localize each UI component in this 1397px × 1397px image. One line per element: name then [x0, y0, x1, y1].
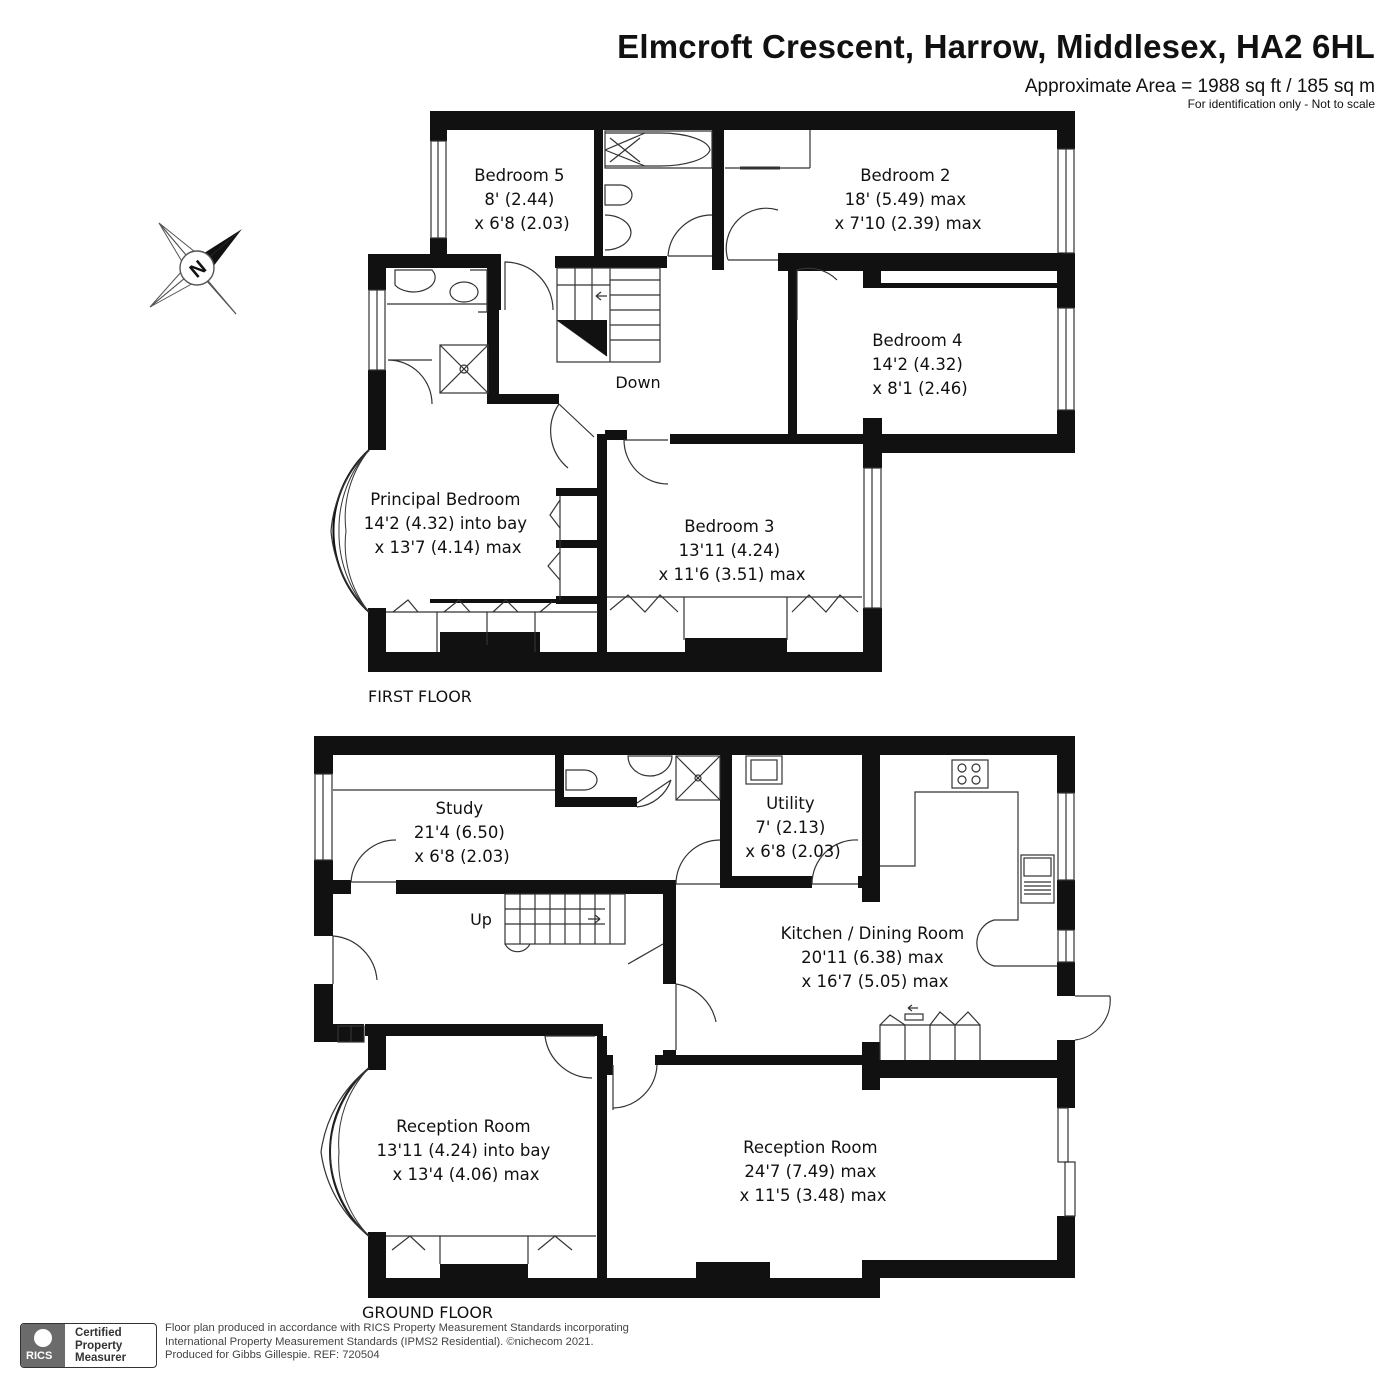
room-line: 13'11 (4.24) into bay [376, 1141, 550, 1160]
property-address-title: Elmcroft Crescent, Harrow, Middlesex, HA… [617, 28, 1375, 65]
rics-logo-icon: RICS [21, 1324, 65, 1367]
room-line: Kitchen / Dining Room [781, 924, 965, 943]
first-floor-label: FIRST FLOOR [368, 687, 472, 706]
rics-seal-glyph [34, 1329, 52, 1347]
badge-line: Certified [75, 1327, 122, 1339]
room-line: Bedroom 5 [474, 166, 564, 185]
room-label-principal-bedroom: Principal Bedroom 14'2 (4.32) into bay x… [364, 490, 533, 557]
room-line: x 13'7 (4.14) max [374, 538, 521, 557]
footer-line: Produced for Gibbs Gillespie. REF: 72050… [165, 1349, 380, 1361]
room-line: 8' (2.44) [484, 190, 554, 209]
room-line: Bedroom 2 [860, 166, 950, 185]
room-line: x 7'10 (2.39) max [834, 214, 981, 233]
room-label-bedroom-3: Bedroom 3 13'11 (4.24) x 11'6 (3.51) max [658, 517, 805, 584]
room-line: x 6'8 (2.03) [745, 842, 840, 861]
first-floor-plan: Bedroom 5 8' (2.44) x 6'8 (2.03) Bedroom… [330, 111, 1075, 706]
footer-line: International Property Measurement Stand… [165, 1335, 594, 1348]
room-line: Study [436, 799, 484, 818]
room-label-kitchen-dining: Kitchen / Dining Room 20'11 (6.38) max x… [781, 924, 970, 991]
room-label-reception-front: Reception Room 13'11 (4.24) into bay x 1… [376, 1117, 555, 1184]
room-line: x 8'1 (2.46) [872, 379, 967, 398]
badge-line: Measurer [75, 1352, 127, 1364]
ground-floor-plan: Study 21'4 (6.50) x 6'8 (2.03) Utility 7… [314, 736, 1111, 1322]
room-line: Reception Room [396, 1117, 530, 1136]
room-line: Principal Bedroom [370, 490, 520, 509]
stairs-down-label: Down [615, 373, 660, 392]
room-line: 14'2 (4.32) [872, 355, 963, 374]
room-line: Bedroom 3 [684, 517, 774, 536]
room-line: 18' (5.49) max [845, 190, 967, 209]
room-line: Utility [766, 794, 815, 813]
room-line: x 11'6 (3.51) max [658, 565, 805, 584]
room-line: 7' (2.13) [755, 818, 825, 837]
stairs-up-label: Up [470, 910, 492, 929]
room-label-bedroom-4: Bedroom 4 14'2 (4.32) x 8'1 (2.46) [872, 331, 968, 398]
identification-note: For identification only - Not to scale [1187, 97, 1375, 111]
compass-icon: N [149, 222, 242, 315]
room-line: x 11'5 (3.48) max [739, 1186, 886, 1205]
room-line: x 6'8 (2.03) [414, 847, 509, 866]
badge-line: Property [75, 1339, 123, 1352]
room-line: 24'7 (7.49) max [744, 1162, 876, 1181]
room-line: 20'11 (6.38) max [801, 948, 944, 967]
room-label-bedroom-5: Bedroom 5 8' (2.44) x 6'8 (2.03) [474, 166, 570, 233]
room-line: Reception Room [743, 1138, 877, 1157]
room-line: x 6'8 (2.03) [474, 214, 569, 233]
ground-floor-label: GROUND FLOOR [362, 1303, 493, 1322]
room-line: Bedroom 4 [872, 331, 962, 350]
footer-disclaimer: Floor plan produced in accordance with R… [165, 1322, 629, 1363]
rics-certified-badge: RICS Certified Property Measurer [20, 1323, 157, 1368]
footer-line: Floor plan produced in accordance with R… [165, 1322, 629, 1334]
room-line: 21'4 (6.50) [414, 823, 505, 842]
room-label-bedroom-2: Bedroom 2 18' (5.49) max x 7'10 (2.39) m… [834, 166, 981, 233]
room-label-study: Study 21'4 (6.50) x 6'8 (2.03) [414, 799, 510, 866]
room-line: x 16'7 (5.05) max [801, 972, 948, 991]
room-label-reception-rear: Reception Room 24'7 (7.49) max x 11'5 (3… [739, 1138, 886, 1205]
certified-measurer-text: Certified Property Measurer [75, 1327, 126, 1365]
room-line: 13'11 (4.24) [679, 541, 780, 560]
room-label-utility: Utility 7' (2.13) x 6'8 (2.03) [745, 794, 840, 861]
room-line: 14'2 (4.32) into bay [364, 514, 528, 533]
rics-logo-text: RICS [26, 1350, 53, 1362]
approximate-area: Approximate Area = 1988 sq ft / 185 sq m [1024, 76, 1375, 97]
room-line: x 13'4 (4.06) max [392, 1165, 539, 1184]
